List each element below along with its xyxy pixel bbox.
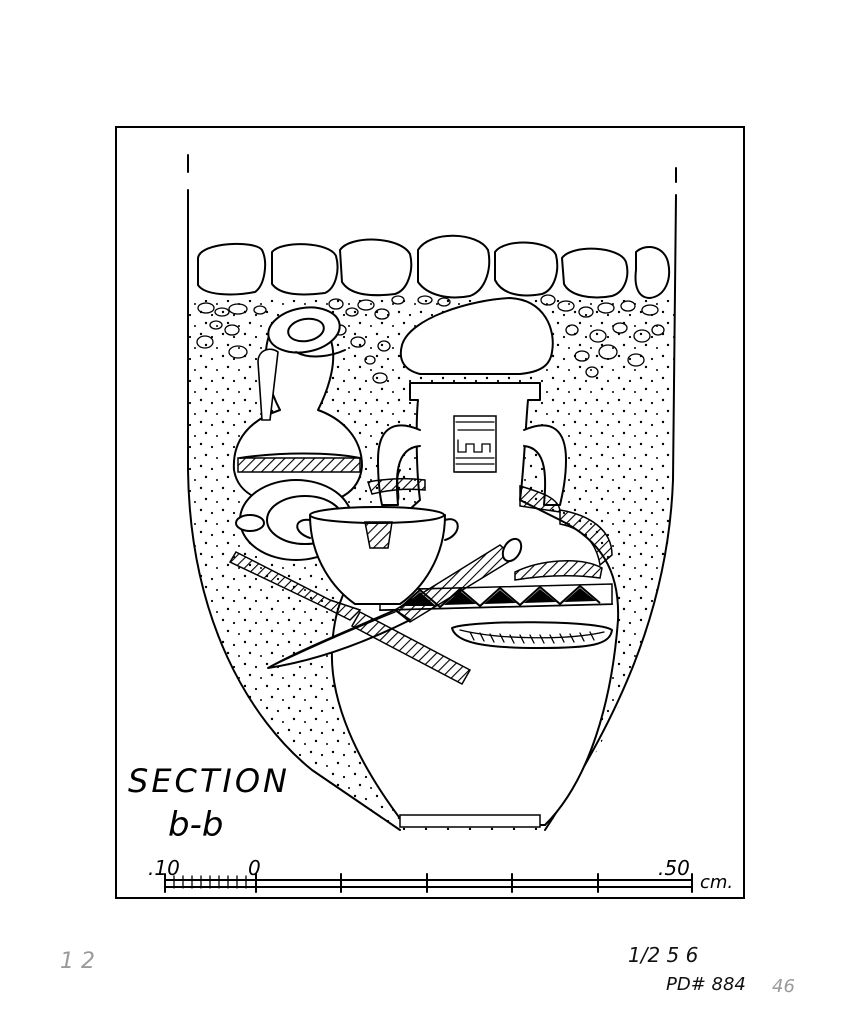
- catalog-number: PD# 884: [666, 974, 746, 995]
- scale-right-label: .50: [658, 856, 690, 880]
- section-label: SECTION b-b: [128, 762, 290, 845]
- inner-dish: [451, 621, 613, 649]
- section-title: SECTION: [128, 762, 290, 800]
- margin-note-left: 1 2: [60, 949, 95, 974]
- section-id: b-b: [168, 805, 223, 845]
- margin-note-right: 46: [772, 976, 795, 997]
- spear-blades: [228, 537, 603, 686]
- capping-stones: [197, 234, 670, 299]
- margin-note-center: 1/2 5 6: [628, 943, 698, 967]
- jug: [232, 306, 363, 506]
- scale-bar: .10 0 .50 cm.: [148, 856, 733, 893]
- drawing-frame: [115, 126, 745, 899]
- cup: [296, 506, 459, 605]
- cover-stone: [399, 297, 554, 375]
- scale-zero-label: 0: [248, 856, 261, 880]
- scale-left-label: .10: [148, 856, 180, 880]
- scale-unit: cm.: [700, 872, 733, 893]
